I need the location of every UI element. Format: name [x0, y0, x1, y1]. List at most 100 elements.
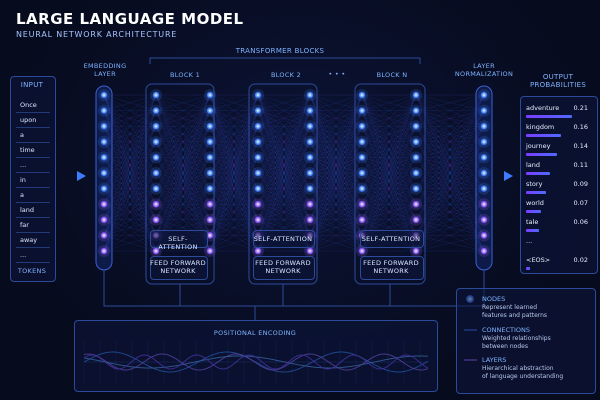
embedding-label-line2: LAYER — [94, 70, 116, 78]
connection-line — [309, 204, 363, 220]
connection-line — [309, 94, 363, 252]
block-n-attention-box — [360, 230, 424, 248]
connection-line — [209, 157, 259, 189]
connection-line — [257, 172, 311, 189]
connection-line — [155, 157, 211, 220]
connection-line — [155, 126, 211, 205]
legend-layers-title: LAYERS — [482, 356, 507, 364]
token-divider — [16, 112, 50, 113]
connection-line — [103, 110, 157, 220]
connection-line — [361, 94, 417, 158]
connection-line — [155, 141, 211, 205]
connection-line — [209, 188, 259, 205]
connection-line — [103, 235, 157, 252]
connection-line — [415, 172, 485, 236]
connection-line — [415, 172, 485, 236]
token-item: away — [20, 236, 38, 244]
connection-line — [361, 110, 417, 142]
connection-line — [309, 126, 363, 220]
connection-line — [257, 94, 311, 220]
connection-line — [309, 157, 363, 174]
connection-line — [257, 126, 311, 158]
connection-line — [103, 94, 157, 205]
output-word: story — [526, 180, 543, 188]
legend-nodes-desc: Represent learned features and patterns — [482, 304, 547, 320]
connection-line — [361, 141, 417, 236]
node — [100, 232, 108, 239]
node — [358, 138, 366, 146]
connection-line — [309, 126, 363, 236]
connection-line — [155, 172, 211, 205]
connection-line — [361, 172, 417, 205]
node — [100, 216, 108, 224]
node — [412, 200, 420, 208]
connection-line — [155, 126, 211, 174]
connection-line — [361, 94, 417, 158]
connection-line — [361, 126, 417, 220]
connection-line — [155, 141, 211, 174]
connection-line — [309, 188, 363, 220]
connection-line — [309, 110, 363, 236]
connection-line — [415, 157, 485, 205]
connection-line — [103, 172, 157, 252]
block-2-ffn-box — [253, 256, 315, 280]
output-row: ... — [526, 237, 592, 245]
connection-line — [309, 94, 363, 127]
connection-line — [361, 110, 417, 220]
connection-line — [361, 110, 417, 252]
node — [412, 122, 420, 130]
node — [306, 138, 314, 146]
connection-line — [361, 188, 417, 205]
connection-line — [309, 157, 363, 220]
connection-line — [361, 204, 417, 220]
connection-line — [103, 141, 157, 158]
connection-line — [361, 110, 417, 127]
connection-line — [361, 94, 417, 220]
connection-line — [155, 141, 211, 189]
connection-line — [155, 172, 211, 220]
connection-line — [415, 94, 485, 220]
connection-line — [415, 188, 485, 205]
block-1-attention-label: SELF-ATTENTION — [158, 235, 198, 251]
connection-line — [361, 110, 417, 158]
connection-line — [361, 94, 417, 252]
connection-line — [415, 94, 485, 189]
connection-line — [209, 126, 259, 205]
connection-line — [209, 110, 259, 220]
connection-line — [209, 110, 259, 189]
connection-line — [309, 141, 363, 205]
connection-line — [257, 126, 311, 174]
connection-line — [103, 94, 157, 158]
connection-line — [361, 141, 417, 220]
connection-line — [209, 188, 259, 205]
node — [306, 185, 314, 193]
connection-line — [361, 172, 417, 220]
connection-line — [361, 94, 417, 142]
connection-line — [209, 94, 259, 205]
connection-line — [209, 219, 259, 252]
connection-line — [309, 204, 363, 236]
node — [412, 185, 420, 193]
connection-line — [257, 141, 311, 205]
connection-line — [155, 110, 211, 127]
connection-line — [309, 141, 363, 189]
connection-line — [209, 94, 259, 127]
connection-line — [257, 157, 311, 220]
embedding-label-line1: EMBEDDING — [83, 62, 127, 70]
connection-line — [209, 219, 259, 236]
connection-line — [209, 188, 259, 220]
block-n-attention-label: SELF-ATTENTION — [361, 235, 421, 243]
connection-line — [209, 94, 259, 111]
connection-line — [309, 110, 363, 142]
connection-line — [361, 172, 417, 189]
connection-line — [209, 94, 259, 127]
connection-line — [257, 126, 311, 205]
connection-line — [209, 141, 259, 189]
connection-line — [155, 110, 211, 142]
connection-line — [155, 94, 211, 236]
connection-line — [257, 141, 311, 236]
connection-line — [415, 94, 485, 111]
node — [206, 185, 214, 193]
connection-line — [209, 188, 259, 236]
